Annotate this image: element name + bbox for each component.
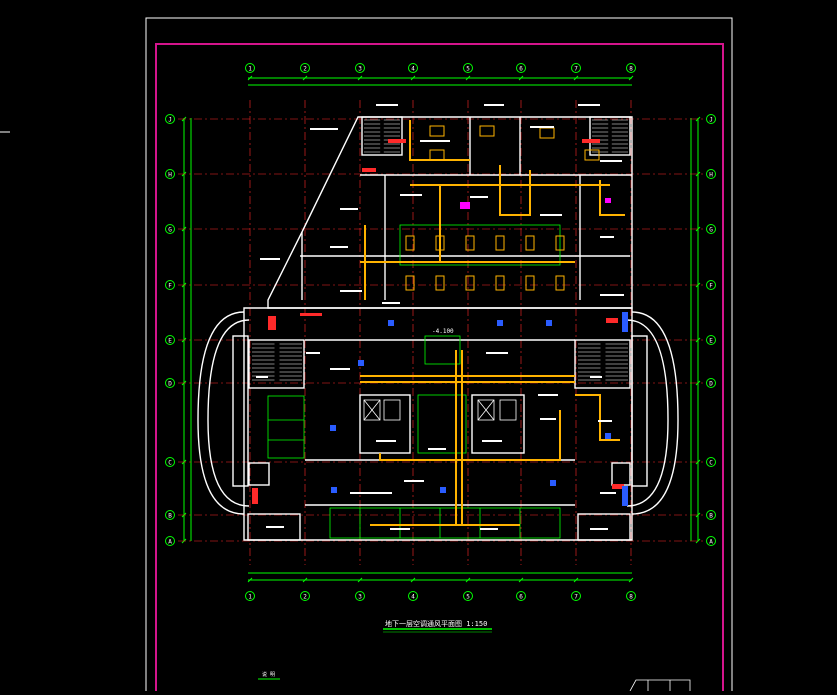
row-bubble-E-left: E xyxy=(165,335,175,345)
col-bubble-4-bottom: 4 xyxy=(408,591,418,601)
col-label: 1 xyxy=(248,65,252,72)
row-label: B xyxy=(168,512,172,519)
row-label: F xyxy=(709,282,713,289)
col-label: 3 xyxy=(358,593,362,600)
row-bubble-D-right: D xyxy=(706,378,716,388)
row-label: G xyxy=(168,226,172,233)
ductwork xyxy=(360,120,625,526)
col-label: 4 xyxy=(411,65,415,72)
row-bubble-D-left: D xyxy=(165,378,175,388)
col-bubble-3-top: 3 xyxy=(355,63,365,73)
row-label: J xyxy=(709,116,713,123)
col-bubble-3-bottom: 3 xyxy=(355,591,365,601)
row-bubble-H-right: H xyxy=(706,169,716,179)
row-bubble-A-right: A xyxy=(706,536,716,546)
row-label: E xyxy=(709,337,713,344)
col-bubble-6-bottom: 6 xyxy=(516,591,526,601)
row-bubble-B-left: B xyxy=(165,510,175,520)
col-label: 5 xyxy=(466,65,470,72)
sheet-outer-border xyxy=(145,17,733,695)
fire-dampers xyxy=(252,139,624,504)
col-bubble-7-top: 7 xyxy=(571,63,581,73)
col-bubble-2-top: 2 xyxy=(300,63,310,73)
row-bubble-C-left: C xyxy=(165,457,175,467)
row-label: B xyxy=(709,512,713,519)
row-label: G xyxy=(709,226,713,233)
col-label: 1 xyxy=(248,593,252,600)
row-bubble-J-right: J xyxy=(706,114,716,124)
notes-heading: 说 明 xyxy=(262,671,275,678)
row-label: E xyxy=(168,337,172,344)
col-bubble-6-top: 6 xyxy=(516,63,526,73)
row-label: H xyxy=(168,171,172,178)
air-terminals xyxy=(330,312,628,506)
row-label: D xyxy=(709,380,713,387)
col-label: 3 xyxy=(358,65,362,72)
col-label: 6 xyxy=(519,593,523,600)
dimension-lines xyxy=(181,75,701,583)
col-label: 4 xyxy=(411,593,415,600)
annotation-text xyxy=(256,104,624,530)
row-bubble-C-right: C xyxy=(706,457,716,467)
elevator-cars xyxy=(363,399,517,421)
row-bubble-F-left: F xyxy=(165,280,175,290)
col-label: 6 xyxy=(519,65,523,72)
row-bubble-G-right: G xyxy=(706,224,716,234)
col-bubble-5-top: 5 xyxy=(463,63,473,73)
col-label: 7 xyxy=(574,65,578,72)
sheet-inner-border xyxy=(155,43,724,695)
col-label: 8 xyxy=(629,65,633,72)
col-label: 2 xyxy=(303,593,307,600)
col-label: 5 xyxy=(466,593,470,600)
col-label: 8 xyxy=(629,593,633,600)
row-label: D xyxy=(168,380,172,387)
row-bubble-H-left: H xyxy=(165,169,175,179)
row-bubble-F-right: F xyxy=(706,280,716,290)
row-label: J xyxy=(168,116,172,123)
col-bubble-8-top: 8 xyxy=(626,63,636,73)
row-bubble-A-left: A xyxy=(165,536,175,546)
row-label: A xyxy=(168,538,172,545)
col-bubble-5-bottom: 5 xyxy=(463,591,473,601)
axis-grid xyxy=(178,100,705,565)
row-bubble-J-left: J xyxy=(165,114,175,124)
col-bubble-2-bottom: 2 xyxy=(300,591,310,601)
row-label: F xyxy=(168,282,172,289)
magenta-marker-2 xyxy=(605,198,611,203)
partitions xyxy=(267,224,561,539)
drawing-title: 地下一层空调通风平面图 1:150 xyxy=(385,619,487,628)
col-bubble-8-bottom: 8 xyxy=(626,591,636,601)
col-bubble-7-bottom: 7 xyxy=(571,591,581,601)
row-bubble-G-left: G xyxy=(165,224,175,234)
row-label: H xyxy=(709,171,713,178)
stair-hatching xyxy=(252,119,628,381)
col-bubble-4-top: 4 xyxy=(408,63,418,73)
row-bubble-B-right: B xyxy=(706,510,716,520)
col-label: 2 xyxy=(303,65,307,72)
duct-drops xyxy=(405,125,600,291)
col-bubble-1-bottom: 1 xyxy=(245,591,255,601)
row-label: C xyxy=(709,459,713,466)
row-label: A xyxy=(709,538,713,545)
col-bubble-1-top: 1 xyxy=(245,63,255,73)
building-walls xyxy=(197,116,679,541)
magenta-marker xyxy=(460,202,470,209)
row-label: C xyxy=(168,459,172,466)
title-block xyxy=(629,679,691,692)
room-elevation-label: -4.100 xyxy=(432,328,454,335)
col-label: 7 xyxy=(574,593,578,600)
row-bubble-E-right: E xyxy=(706,335,716,345)
